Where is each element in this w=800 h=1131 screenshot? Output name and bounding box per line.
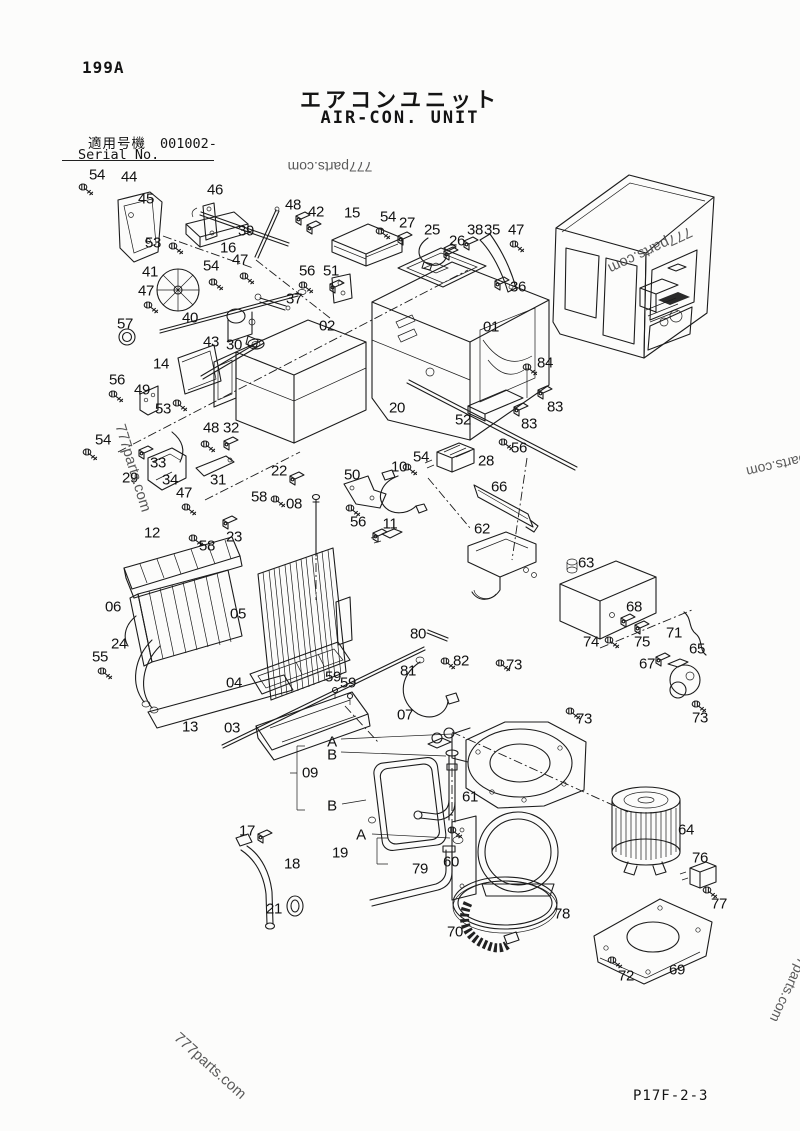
- screw-glyph: [345, 504, 361, 517]
- screw-glyph: [702, 886, 718, 899]
- screw-glyph: [498, 438, 514, 451]
- clip-glyph: [257, 829, 273, 844]
- page-code: 199A: [82, 58, 125, 77]
- clip-glyph: [397, 231, 413, 246]
- title-japanese: エアコンユニット: [300, 89, 500, 112]
- clip-glyph: [634, 620, 650, 635]
- screw-glyph: [168, 242, 184, 255]
- screw-glyph: [604, 636, 620, 649]
- drawing-number: P17F-2-3: [633, 1088, 709, 1104]
- screw-glyph: [172, 399, 188, 412]
- screw-glyph: [565, 707, 581, 720]
- clip-glyph: [306, 220, 322, 235]
- title-english: AIR-CON. UNIT: [320, 108, 480, 128]
- screw-glyph: [495, 659, 511, 672]
- screw-glyph: [97, 667, 113, 680]
- screw-glyph: [78, 183, 94, 196]
- screw-glyph: [607, 956, 623, 969]
- screw-glyph: [239, 272, 255, 285]
- screw-glyph: [108, 390, 124, 403]
- screw-glyph: [208, 278, 224, 291]
- screw-glyph: [375, 227, 391, 240]
- screw-glyph: [143, 301, 159, 314]
- heater-case-02: [213, 319, 367, 444]
- screw-glyph: [509, 240, 525, 253]
- clip-glyph: [463, 236, 479, 251]
- serial-label-en: Serial No.: [78, 147, 160, 163]
- screw-glyph: [440, 657, 456, 670]
- cab-illustration: [552, 174, 715, 359]
- screw-glyph: [200, 440, 216, 453]
- serial-label-jp: 適用号機: [88, 136, 146, 151]
- main-housing-01: [371, 247, 550, 441]
- clip-glyph: [620, 613, 636, 628]
- serial-value: 001002-: [160, 136, 217, 152]
- screw-glyph: [691, 700, 707, 713]
- clip-glyph: [289, 471, 305, 486]
- clip-glyph: [222, 515, 238, 530]
- screw-glyph: [402, 463, 418, 476]
- clip-glyph: [223, 436, 239, 451]
- screw-glyph: [82, 448, 98, 461]
- serial-underline: [62, 160, 214, 161]
- screw-glyph: [181, 503, 197, 516]
- serial-row: 適用号機 001002-: [88, 132, 217, 152]
- screw-glyph: [188, 534, 204, 547]
- clip-glyph: [295, 211, 311, 226]
- screw-glyph: [522, 363, 538, 376]
- screw-glyph: [270, 495, 286, 508]
